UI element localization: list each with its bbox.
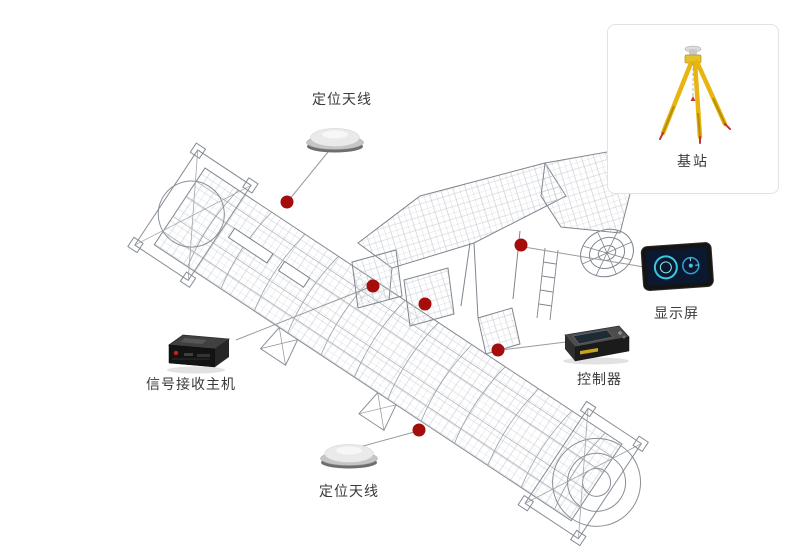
connector-line (288, 151, 329, 201)
label-receiver: 信号接收主机 (146, 377, 236, 393)
controller-device (556, 320, 634, 370)
body-hatch (227, 227, 274, 264)
mount-bracket (477, 307, 521, 355)
position-marker (280, 195, 294, 209)
ladder (536, 247, 559, 321)
position-markers (280, 195, 528, 437)
left-end-frame (127, 142, 259, 289)
body-hatch (277, 260, 311, 288)
support-stands (259, 327, 397, 432)
position-marker (366, 279, 380, 293)
base-station-card: 基站 (607, 24, 779, 194)
controller-icon (563, 325, 630, 365)
label-antenna-bottom: 定位天线 (319, 484, 379, 500)
position-marker (514, 238, 528, 252)
display-screen-icon (640, 242, 714, 292)
gnss-antenna-icon (320, 444, 378, 469)
gnss-antenna-bottom (317, 440, 381, 474)
connector-lines (235, 151, 645, 449)
base-station-label: 基站 (677, 154, 709, 170)
machine-main-body (127, 142, 649, 547)
gnss-antenna-icon (306, 128, 364, 153)
label-display: 显示屏 (654, 306, 699, 322)
position-marker (418, 297, 432, 311)
gauge-dial (653, 255, 678, 280)
position-marker (412, 423, 426, 437)
connector-line (523, 246, 645, 268)
label-controller: 控制器 (577, 372, 622, 388)
connector-line (235, 286, 371, 341)
label-antenna-top: 定位天线 (312, 92, 372, 108)
receiver-box-icon (167, 334, 231, 374)
right-end-frame (517, 400, 649, 547)
tripod-icon (659, 45, 731, 144)
support-legs (388, 230, 521, 319)
display-device (639, 240, 716, 297)
receiver-device (164, 328, 234, 378)
position-marker (491, 343, 505, 357)
left-tank-end (157, 180, 225, 248)
mount-box (403, 267, 455, 327)
right-tank-end (552, 437, 642, 527)
drum (580, 228, 634, 278)
gnss-antenna-top (303, 124, 367, 158)
connector-line (500, 341, 567, 351)
connector-line (355, 430, 419, 449)
